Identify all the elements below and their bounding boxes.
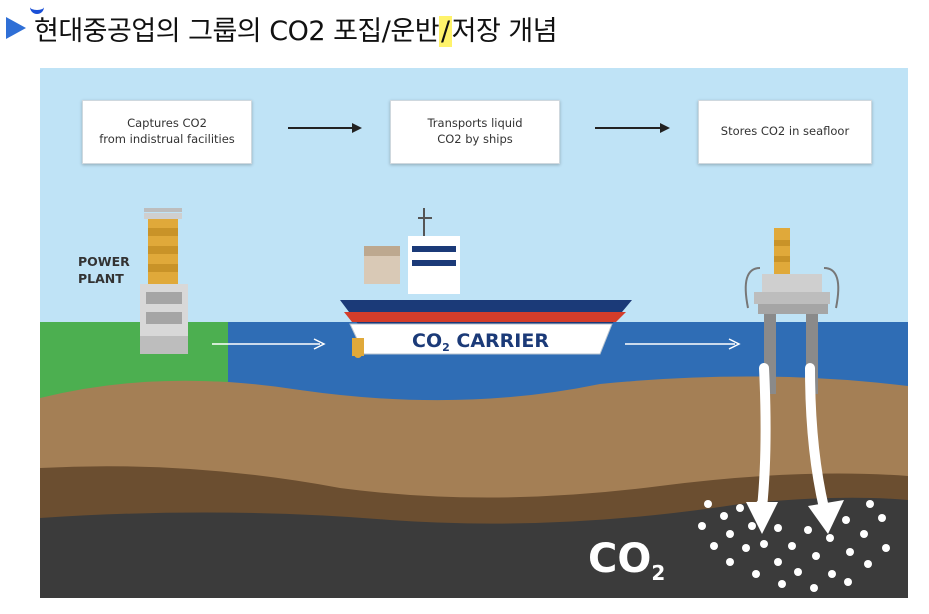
step-box-capture: Captures CO2 from indistrual facilities: [82, 100, 252, 164]
ship-label-subscript: 2: [442, 341, 450, 354]
title-rest: 저장 개념: [452, 16, 557, 47]
ccs-diagram: CO2 CARRIER CO2 Captures CO2 from indist…: [40, 68, 908, 598]
co2-storage-label-co: CO: [588, 536, 651, 582]
ship-label-carrier: CARRIER: [450, 330, 550, 352]
step-label-capture: Captures CO2 from indistrual facilities: [99, 116, 235, 147]
co2-storage-label-subscript: 2: [651, 561, 665, 585]
page-title: 현대중공업의 그룹의 CO2 포집/운반/저장 개념: [6, 10, 557, 46]
triangle-bullet-icon: [6, 17, 26, 39]
power-plant-label-line2: PLANT: [78, 271, 130, 288]
ship-label-co: CO: [412, 330, 442, 352]
step-box-transport: Transports liquid CO2 by ships: [390, 100, 560, 164]
step-label-transport: Transports liquid CO2 by ships: [427, 116, 522, 147]
step-label-store: Stores CO2 in seafloor: [721, 124, 849, 140]
page-title-text: 현대중공업의 그룹의 CO2 포집/운반/저장 개념: [34, 9, 557, 48]
title-main: 현대중공업의 그룹의 CO2 포집/운반: [34, 16, 439, 47]
svg-text:CO2 CARRIER: CO2 CARRIER: [412, 330, 549, 354]
step-box-store: Stores CO2 in seafloor: [698, 100, 872, 164]
power-plant-label-line1: POWER: [78, 254, 130, 271]
title-highlighted-slash: /: [439, 16, 452, 47]
ship-label: CO2 CARRIER: [412, 330, 549, 354]
power-plant-label: POWER PLANT: [78, 254, 130, 288]
